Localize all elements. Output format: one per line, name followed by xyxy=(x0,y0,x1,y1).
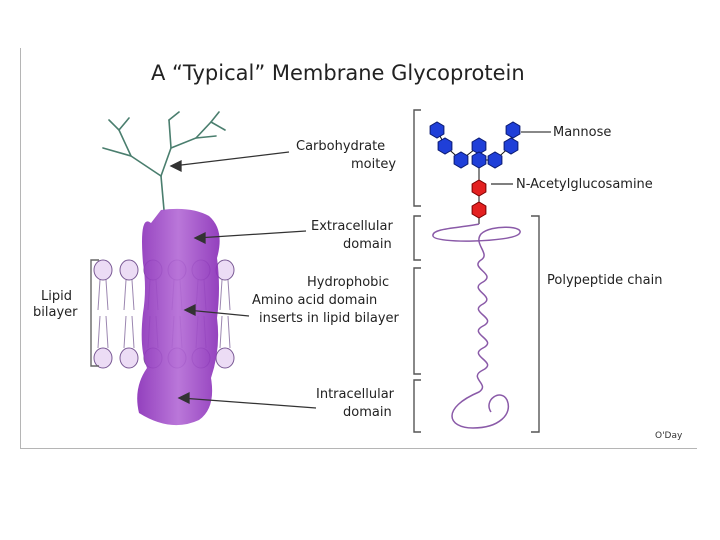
label-arrows xyxy=(169,151,317,409)
nacetyl-units xyxy=(471,179,487,219)
lipid-label-2: bilayer xyxy=(33,305,78,320)
lipid-tail xyxy=(97,315,109,349)
lipid-tail xyxy=(123,315,135,349)
lipid-head-top-1 xyxy=(93,259,113,281)
figure-title: A “Typical” Membrane Glycoprotein xyxy=(151,61,525,85)
lipid-tail xyxy=(219,279,231,311)
mannose-icon xyxy=(503,137,519,155)
polypeptide-label: Polypeptide chain xyxy=(547,273,662,288)
mannose-label: Mannose xyxy=(553,125,611,140)
mannose-icon xyxy=(429,121,445,139)
intracellular-label-1: Intracellular xyxy=(316,387,395,402)
nacetylglucosamine-icon xyxy=(471,179,487,197)
lipid-tail xyxy=(97,279,109,311)
lipid-tail xyxy=(123,279,135,311)
mannose-icon xyxy=(437,137,453,155)
mannose-icon xyxy=(453,151,469,169)
mannose-icon xyxy=(471,151,487,169)
lipid-label-1: Lipid xyxy=(41,289,72,304)
carbohydrate-tree-icon xyxy=(102,111,226,211)
lipid-head-bottom-2 xyxy=(119,347,139,369)
diagram-canvas: A “Typical” Membrane Glycoprotein Lipid … xyxy=(33,61,683,441)
lipid-head-bottom-1 xyxy=(93,347,113,369)
extracellular-label-1: Extracellular xyxy=(311,219,394,234)
lipid-bracket xyxy=(90,259,99,367)
carbohydrate-label-1: Carbohydrate xyxy=(296,139,385,154)
intracellular-label-2: domain xyxy=(343,405,392,420)
hydrophobic-label-3: inserts in lipid bilayer xyxy=(259,311,400,326)
mannose-icon xyxy=(487,151,503,169)
credit-text: O'Day xyxy=(655,431,683,441)
lipid-head-bottom-6 xyxy=(215,347,235,369)
mannose-units xyxy=(429,121,521,169)
nacetyl-label: N-Acetylglucosamine xyxy=(516,177,653,192)
domain-brackets xyxy=(413,109,540,433)
extracellular-label-2: domain xyxy=(343,237,392,252)
glycoprotein-figure: A “Typical” Membrane Glycoprotein Lipid … xyxy=(20,48,697,449)
hydrophobic-label-1: Hydrophobic xyxy=(307,275,389,290)
nacetylglucosamine-icon xyxy=(471,201,487,219)
lipid-head-top-2 xyxy=(119,259,139,281)
mannose-icon xyxy=(505,121,521,139)
membrane-protein xyxy=(137,208,220,426)
hydrophobic-label-2: Amino acid domain xyxy=(252,293,377,308)
carbohydrate-label-2: moitey xyxy=(351,157,396,172)
polypeptide-chain xyxy=(432,223,521,429)
lipid-tail xyxy=(219,315,231,349)
